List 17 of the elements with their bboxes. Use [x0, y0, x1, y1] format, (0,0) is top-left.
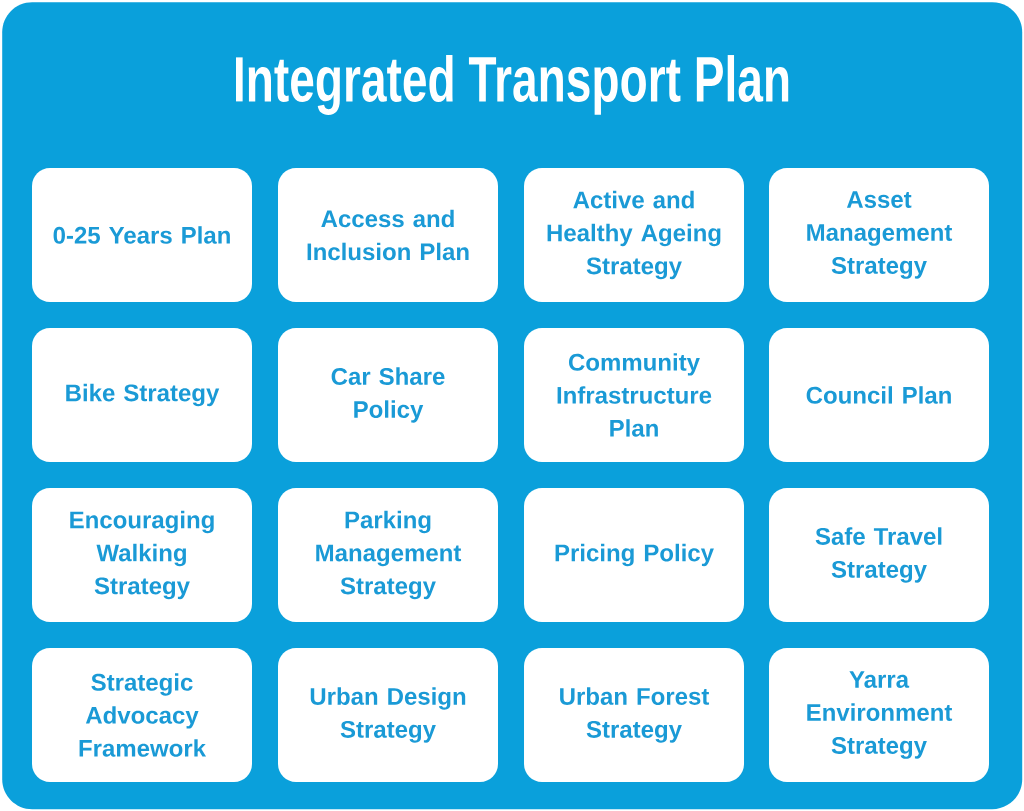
plan-box: Asset Management Strategy — [769, 168, 989, 302]
title: Integrated Transport Plan — [236, 55, 789, 115]
plan-box: Community Infrastructure Plan — [524, 328, 744, 462]
plan-box: Active and Healthy Ageing Strategy — [524, 168, 744, 302]
plan-box: Urban Forest Strategy — [524, 648, 744, 782]
plan-box: Pricing Policy — [524, 488, 744, 622]
plan-box: 0-25 Years Plan — [32, 168, 252, 302]
plan-box: Access and Inclusion Plan — [278, 168, 498, 302]
plan-box: Council Plan — [769, 328, 989, 462]
plan-box: Parking Management Strategy — [278, 488, 498, 622]
plan-box: Urban Design Strategy — [278, 648, 498, 782]
plan-box: Car Share Policy — [278, 328, 498, 462]
plan-box: Strategic Advocacy Framework — [32, 648, 252, 782]
plan-box: Safe Travel Strategy — [769, 488, 989, 622]
plan-box: Encouraging Walking Strategy — [32, 488, 252, 622]
plan-box: Bike Strategy — [32, 328, 252, 462]
plan-box: Yarra Environment Strategy — [769, 648, 989, 782]
